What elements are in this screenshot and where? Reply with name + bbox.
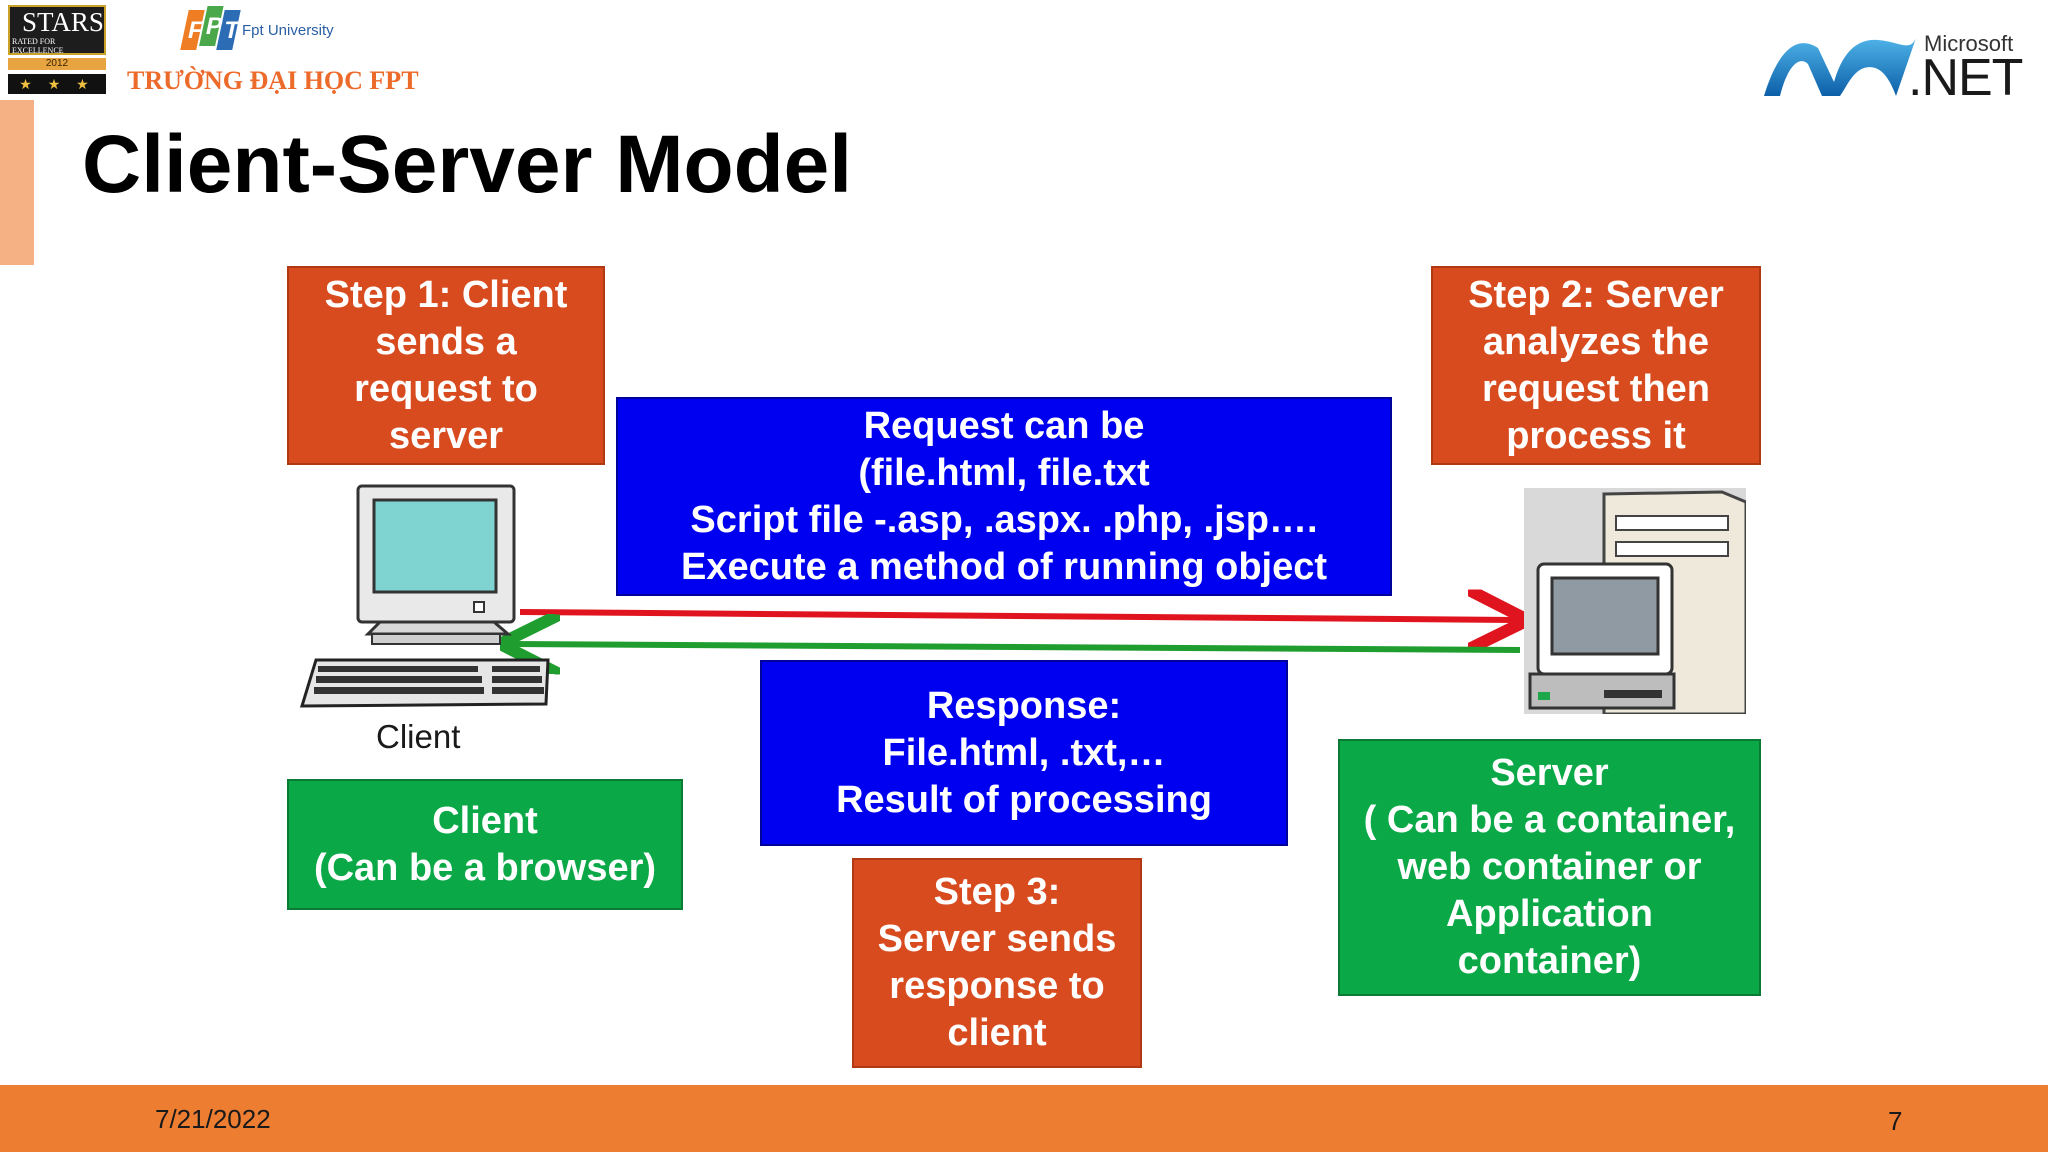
request-arrow — [519, 612, 1516, 620]
server-computer-icon — [1524, 488, 1746, 714]
fpt-letter-p: P — [203, 13, 225, 40]
response-box: Response: File.html, .txt,… Result of pr… — [760, 660, 1288, 846]
stars-logo: STARS RATED FOR EXCELLENCE 2012 ★ ★ ★ — [8, 5, 106, 94]
stars-logo-year: 2012 — [8, 58, 106, 70]
stars-logo-stars: ★ ★ ★ — [8, 74, 106, 94]
step2-box: Step 2: Server analyzes the request then… — [1431, 266, 1761, 465]
fpt-school-name: TRƯỜNG ĐẠI HỌC FPT — [127, 66, 419, 95]
request-box: Request can be (file.html, file.txt Scri… — [616, 397, 1392, 596]
page-number: 7 — [1888, 1106, 1903, 1136]
stars-logo-name: STARS — [8, 5, 106, 55]
fpt-letter-t: T — [222, 17, 242, 44]
dotnet-text: .NET — [1908, 49, 2023, 107]
server-box: Server ( Can be a container, web contain… — [1338, 739, 1761, 996]
footer-date: 7/21/2022 — [155, 1104, 271, 1134]
client-box: Client (Can be a browser) — [287, 779, 683, 910]
fpt-letter-f: F — [186, 17, 206, 44]
fpt-university-text: Fpt University — [242, 22, 334, 39]
dotnet-wave-icon — [1764, 38, 1916, 96]
footer-bar — [0, 1085, 2048, 1152]
accent-bar — [0, 100, 34, 265]
fpt-logo-icon: F P T — [180, 6, 242, 50]
microsoft-text: Microsoft — [1924, 31, 2014, 56]
stars-logo-subtitle: RATED FOR EXCELLENCE — [12, 37, 64, 55]
step1-box: Step 1: Client sends a request to server — [287, 266, 605, 465]
step3-box: Step 3: Server sends response to client — [852, 858, 1142, 1068]
response-arrow — [512, 644, 1521, 650]
client-label: Client — [376, 718, 461, 755]
client-computer-icon — [299, 484, 550, 708]
page-title: Client-Server Model — [82, 119, 853, 210]
